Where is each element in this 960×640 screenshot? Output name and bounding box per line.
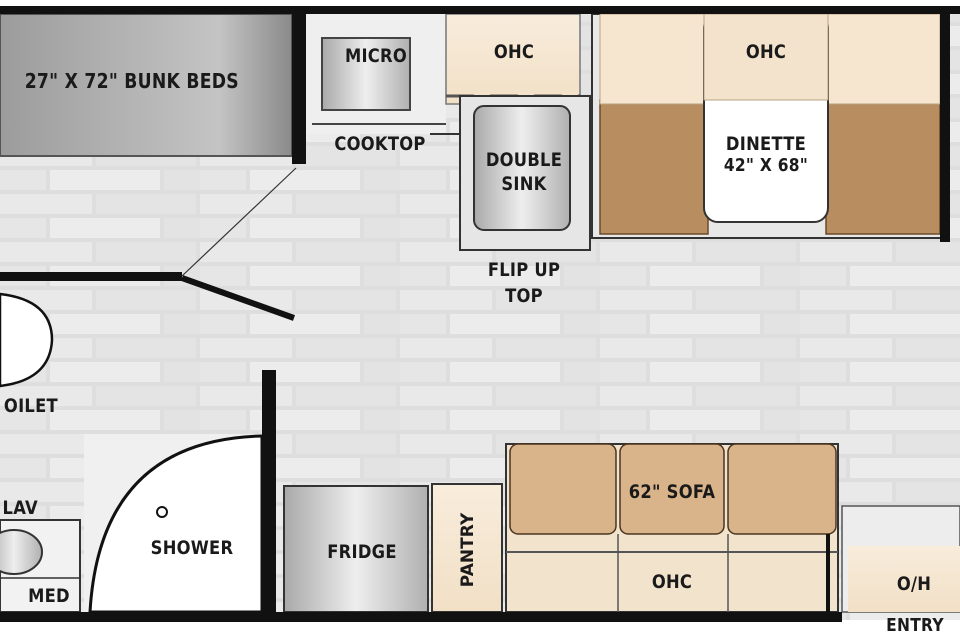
pantry [431,483,503,613]
label-dinette-2: 42" X 68" [723,155,809,176]
label-double-sink-2: SINK [501,173,547,195]
shower [88,434,264,614]
label-bunk-beds: 27" X 72" BUNK BEDS [24,69,239,93]
double-sink [473,105,571,231]
label-cooktop: COOKTOP [334,133,426,155]
label-med: MED [28,585,70,607]
label-shower: SHOWER [150,537,234,559]
dinette-bench-left [599,99,709,235]
door-swing [181,167,297,277]
fridge [283,485,429,613]
label-toilet: OILET [3,395,58,417]
label-lav: LAV [2,497,38,519]
shower-drain [156,506,168,518]
bunk-door [180,275,296,321]
label-pantry: PANTRY [458,512,478,588]
label-ohc-sofa: OHC [651,571,693,593]
label-sofa: 62" SOFA [628,481,716,503]
toilet [0,292,54,388]
label-fridge: FRIDGE [327,541,397,563]
dinette-bench-right [825,99,941,235]
microwave [321,37,411,111]
label-oh: O/H [896,573,932,595]
label-entry: ENTRY [886,615,944,636]
label-flip-up-2: TOP [505,285,543,307]
sofa-cushion-3 [727,443,837,535]
label-dinette-1: DINETTE [725,133,807,155]
label-micro: MICRO [344,45,408,67]
sofa-cushion-1 [509,443,617,535]
lav-sink [0,529,43,575]
ohc-kitchen [445,13,581,105]
label-ohc-dinette: OHC [745,41,787,63]
label-double-sink-1: DOUBLE [485,149,563,171]
label-flip-up-1: FLIP UP [487,259,561,281]
label-ohc-kitchen: OHC [493,41,535,63]
sofa-cushion-2 [619,443,725,535]
bunk-beds [0,13,293,157]
